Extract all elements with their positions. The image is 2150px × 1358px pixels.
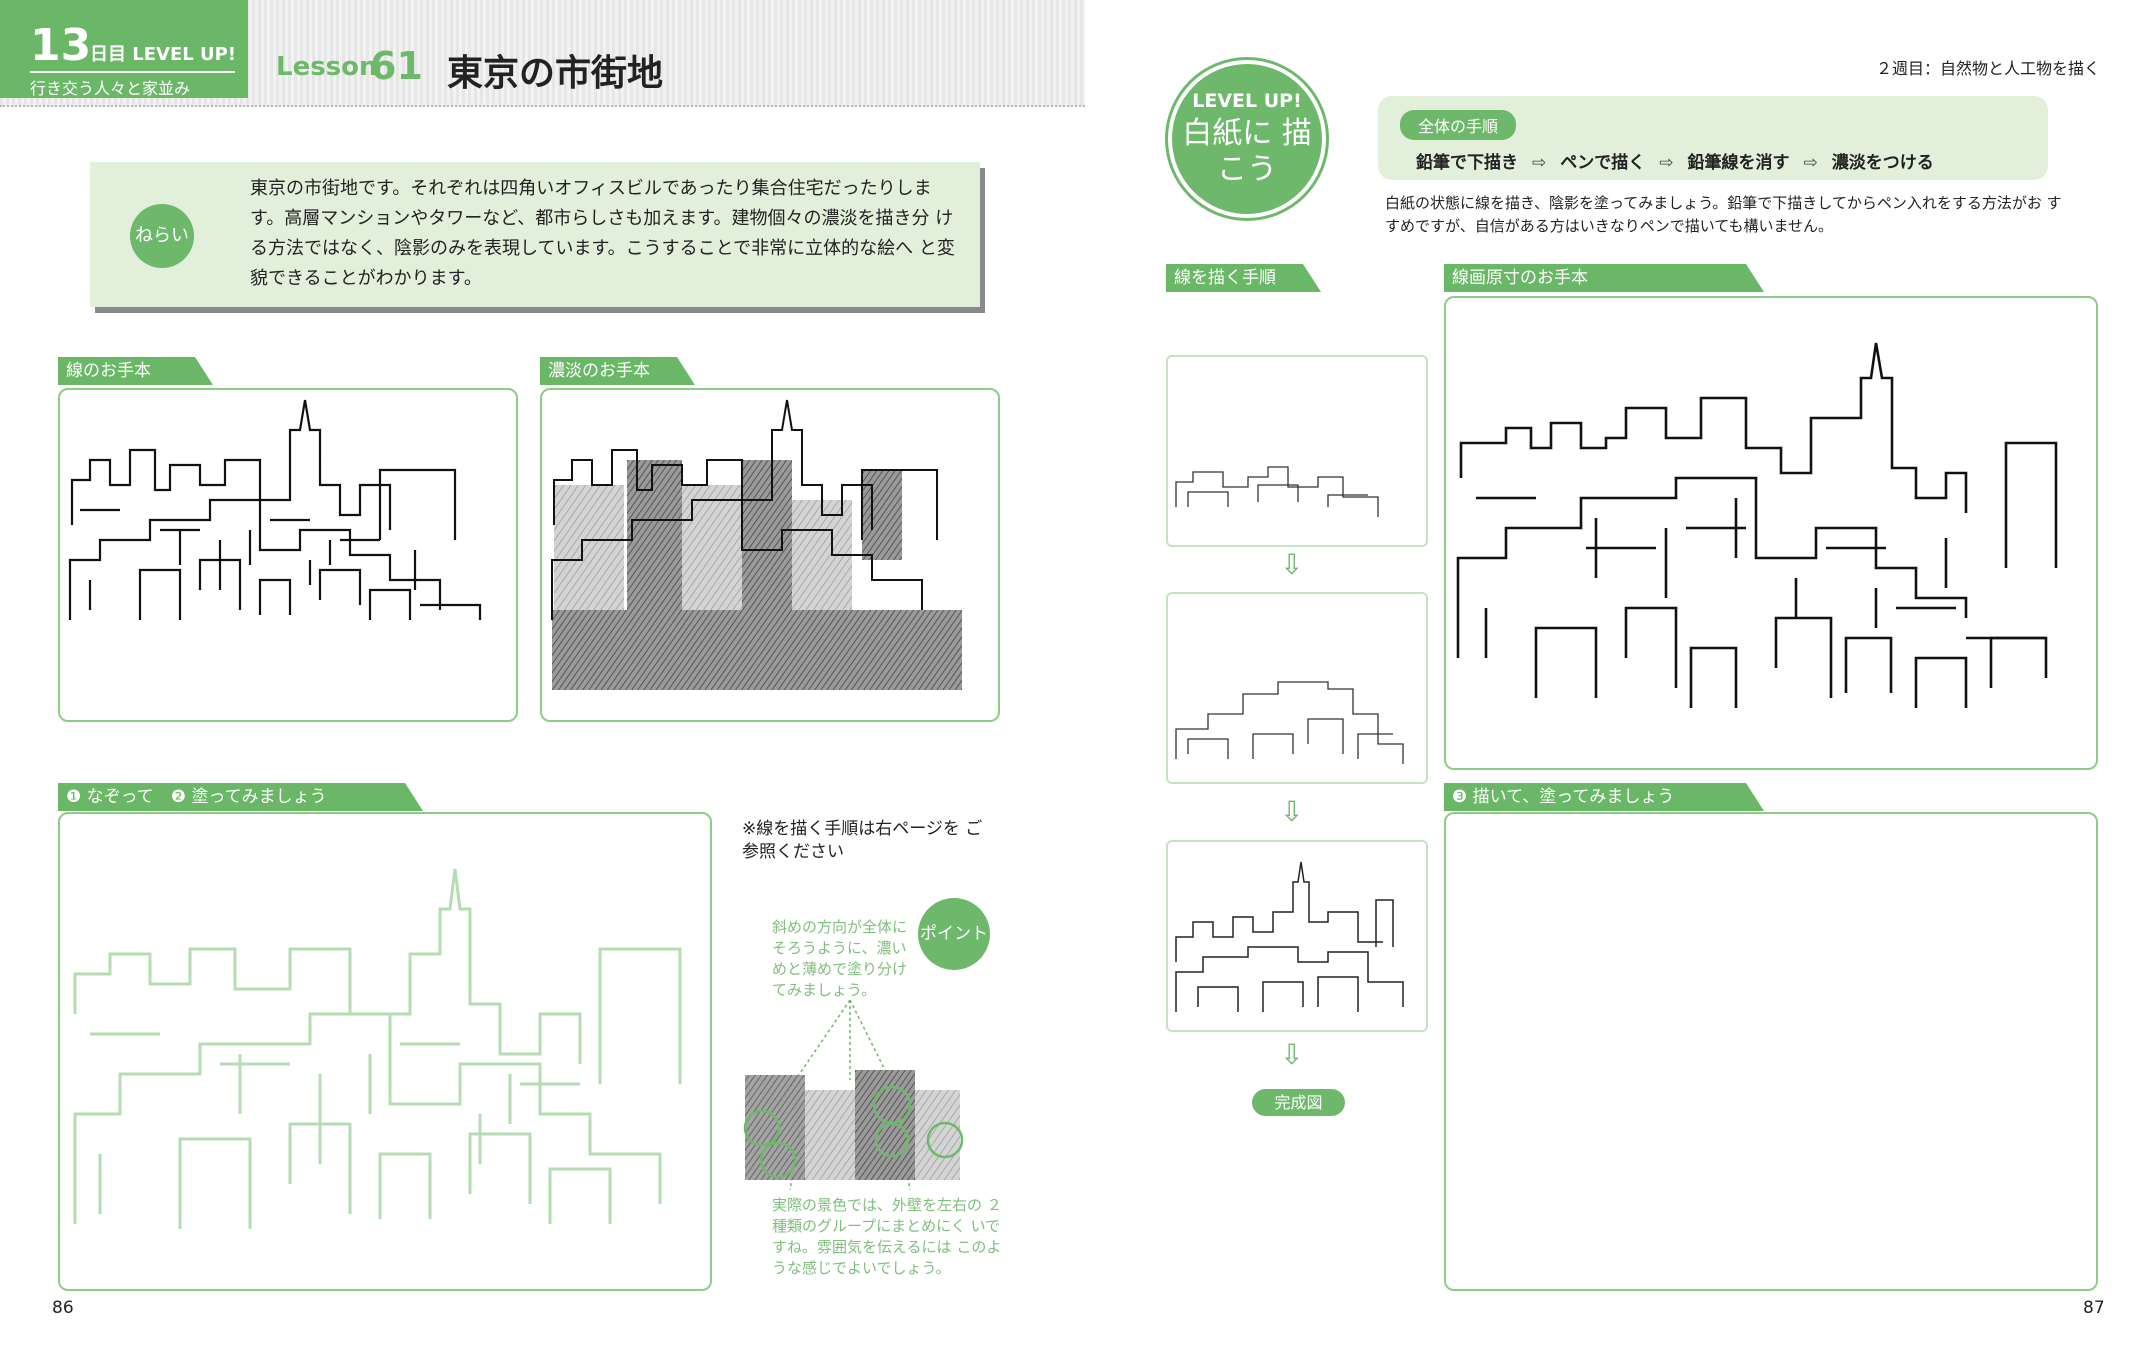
step-sketch-2 bbox=[1175, 681, 1404, 764]
step-frame-2 bbox=[1166, 592, 1428, 784]
steps-label: 線を描く手順 bbox=[1166, 264, 1321, 292]
point-badge: ポイント bbox=[918, 898, 990, 970]
arrow-right-icon: ⇨ bbox=[1803, 153, 1818, 173]
reference-note: ※線を描く手順は右ページを ご参照ください bbox=[742, 819, 983, 862]
fullsize-label: 線画原寸のお手本 bbox=[1444, 264, 1764, 292]
point-text-bottom: 実際の景色では、外壁を左右の ２種類のグループにまとめにく いですね。雰囲気を伝… bbox=[772, 1196, 1002, 1277]
day-label: 日目 LEVEL UP! bbox=[90, 44, 237, 65]
page-number-left: 86 bbox=[52, 1298, 74, 1318]
practice-frame[interactable] bbox=[58, 812, 712, 1291]
drawing-area[interactable] bbox=[1444, 812, 2098, 1291]
skyline-line-illustration bbox=[68, 399, 482, 620]
lesson-title: 東京の市街地 bbox=[447, 53, 664, 94]
procedure-step-2: ペンで描く bbox=[1560, 153, 1646, 173]
skyline-fullsize-illustration bbox=[1456, 342, 2058, 708]
tone-model-label: 濃淡のお手本 bbox=[540, 357, 695, 385]
day-subtitle: 行き交う人々と家並み bbox=[30, 79, 191, 98]
step-frame-3 bbox=[1166, 840, 1428, 1032]
procedure-title: 全体の手順 bbox=[1400, 110, 1517, 140]
tone-model-frame bbox=[540, 388, 1000, 722]
procedure-box: 全体の手順 鉛筆で下描き ⇨ ペンで描く ⇨ 鉛筆線を消す ⇨ 濃淡をつける bbox=[1378, 96, 2048, 180]
week-label: ２週目：自然物と人工物を描く bbox=[1875, 59, 2100, 78]
lesson-word: Lesson bbox=[276, 52, 378, 82]
step-sketch-1 bbox=[1175, 466, 1379, 517]
levelup-badge: LEVEL UP! 白紙に 描こう bbox=[1168, 60, 1326, 218]
step-sketch-3 bbox=[1175, 861, 1404, 1012]
arrow-right-icon: ⇨ bbox=[1659, 153, 1674, 173]
day-divider bbox=[30, 71, 235, 73]
procedure-step-4: 濃淡をつける bbox=[1831, 153, 1934, 173]
practice-label: ❶ なぞって ❷ 塗ってみましょう bbox=[58, 783, 423, 811]
line-model-frame bbox=[58, 388, 518, 722]
aim-text: 東京の市街地です。それぞれは四角いオフィスビルであったり集合住宅だったりしま す… bbox=[250, 178, 955, 289]
down-arrow-icon: ⇩ bbox=[1280, 795, 1304, 828]
procedure-step-1: 鉛筆で下描き bbox=[1416, 153, 1518, 173]
point-text-top: 斜めの方向が全体に そろうように、濃い めと薄めで塗り分け てみましょう。 bbox=[772, 918, 908, 999]
page-number-right: 87 bbox=[2083, 1298, 2105, 1318]
skyline-tone-illustration bbox=[551, 399, 962, 690]
procedure-note: 白紙の状態に線を描き、陰影を塗ってみましょう。鉛筆で下描きしてからペン入れをする… bbox=[1385, 194, 2062, 235]
point-diagram bbox=[743, 1000, 964, 1190]
day-tab: 13 日目 LEVEL UP! 行き交う人々と家並み bbox=[0, 0, 248, 98]
fullsize-frame bbox=[1444, 296, 2098, 770]
draw-label: ❸ 描いて、塗ってみましょう bbox=[1444, 783, 1764, 811]
levelup-main: 白紙に 描こう bbox=[1182, 116, 1312, 187]
procedure-step-3: 鉛筆線を消す bbox=[1687, 153, 1790, 173]
aim-badge: ねらい bbox=[130, 204, 194, 268]
down-arrow-icon: ⇩ bbox=[1280, 1038, 1304, 1071]
day-number: 13 bbox=[30, 20, 92, 71]
lesson-number: 61 bbox=[370, 44, 423, 88]
aim-box: ねらい 東京の市街地です。それぞれは四角いオフィスビルであったり集合住宅だったり… bbox=[90, 162, 980, 307]
step-frame-1 bbox=[1166, 355, 1428, 547]
done-label: 完成図 bbox=[1252, 1089, 1345, 1116]
procedure-steps: 鉛筆で下描き ⇨ ペンで描く ⇨ 鉛筆線を消す ⇨ 濃淡をつける bbox=[1416, 148, 1934, 173]
down-arrow-icon: ⇩ bbox=[1280, 548, 1304, 581]
line-model-label: 線のお手本 bbox=[58, 357, 213, 385]
trace-skyline bbox=[73, 868, 682, 1229]
arrow-right-icon: ⇨ bbox=[1532, 153, 1547, 173]
levelup-top: LEVEL UP! bbox=[1192, 90, 1302, 112]
